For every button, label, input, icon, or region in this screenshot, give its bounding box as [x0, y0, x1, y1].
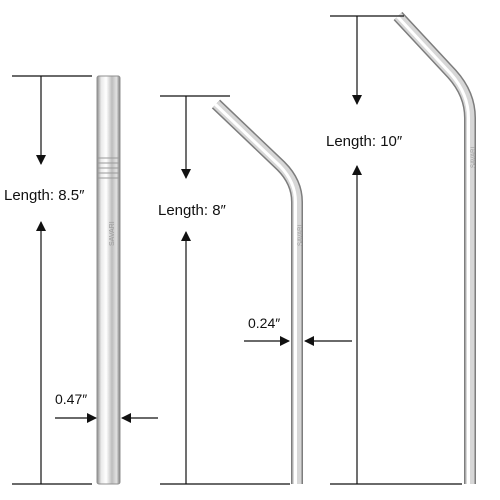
bent-medium-length-label: Length: 8″ — [158, 202, 226, 219]
bent-long-length-label: Length: 10″ — [326, 133, 403, 150]
bent-medium-diameter-label: 0.24″ — [248, 315, 281, 331]
bent-straw-long: SAVARI — [393, 11, 477, 484]
straw-engraving: SAVARI — [471, 147, 477, 168]
straw-engraving: SAVARI — [298, 225, 304, 246]
straight-straw: SAVARI — [96, 75, 121, 485]
bent-straw-medium: SAVARI — [211, 99, 304, 484]
straight-straw-length-dimension — [12, 75, 92, 485]
straw-grip-rings — [98, 157, 119, 179]
bent-long-length-dimension — [330, 15, 462, 485]
straight-straw-diameter-label: 0.47″ — [55, 391, 88, 407]
straw-engraving: SAVARI — [109, 221, 116, 246]
straight-straw-length-label: Length: 8.5″ — [4, 187, 85, 204]
bent-medium-length-dimension — [160, 95, 290, 485]
